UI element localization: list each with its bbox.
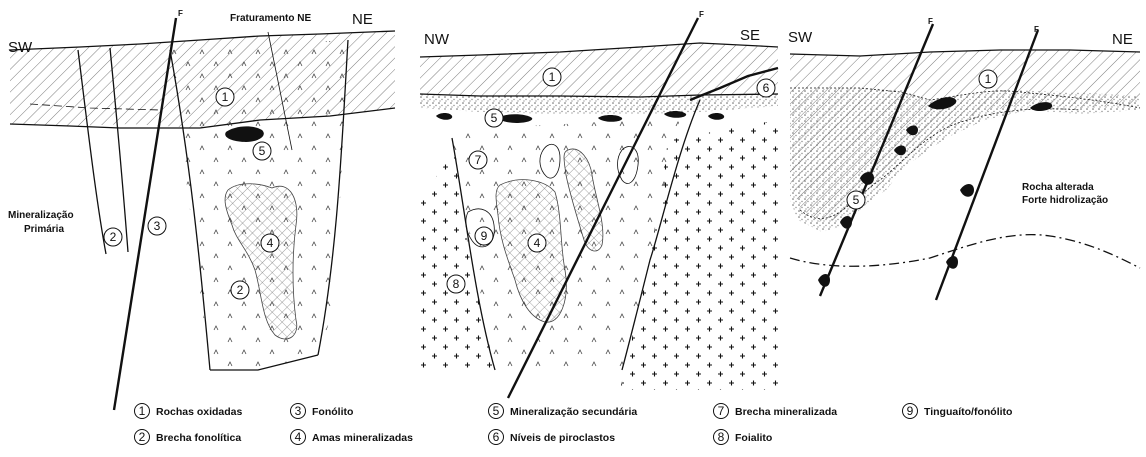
svg-text:1: 1: [985, 72, 992, 86]
unit-marker-7: 7: [469, 151, 487, 169]
svg-text:Foialito: Foialito: [735, 432, 772, 444]
svg-text:6: 6: [763, 81, 770, 95]
legend-item-4: 4 Amas mineralizadas: [291, 430, 414, 445]
unit-marker-1: 1: [979, 70, 997, 88]
svg-text:5: 5: [491, 111, 498, 125]
unit-marker-8: 8: [447, 275, 465, 293]
svg-text:Fonólito: Fonólito: [312, 406, 353, 418]
oxidized-rock-layer: [420, 43, 778, 97]
unit-marker-2: 2: [104, 228, 122, 246]
primary-mineralization-note-line-2: Primária: [24, 224, 64, 235]
legend-item-1: 1 Rochas oxidadas: [135, 404, 243, 419]
secondary-ore-lens-1: [436, 113, 452, 120]
unit-marker-2b: 2: [231, 281, 249, 299]
svg-text:1: 1: [139, 404, 146, 418]
panel-1-cross-section: F SW NE Fraturamento NE Mineralização Pr…: [8, 9, 395, 410]
unit-marker-1: 1: [216, 88, 234, 106]
svg-text:5: 5: [493, 404, 500, 418]
svg-text:1: 1: [222, 90, 229, 104]
unit-marker-9: 9: [475, 227, 493, 245]
direction-label-se: SE: [740, 27, 760, 44]
svg-text:5: 5: [853, 193, 860, 207]
unit-marker-1: 1: [543, 68, 561, 86]
fault-label-panel-2: F: [699, 10, 704, 19]
unit-marker-4: 4: [261, 234, 279, 252]
svg-text:4: 4: [534, 236, 541, 250]
fracture-note: Fraturamento NE: [230, 13, 311, 24]
fault-label-panel-3b: F: [1034, 25, 1039, 34]
unit-marker-5: 5: [847, 191, 865, 209]
svg-text:9: 9: [481, 229, 488, 243]
svg-text:Rochas oxidadas: Rochas oxidadas: [156, 406, 243, 418]
svg-text:Mineralização secundária: Mineralização secundária: [510, 406, 637, 418]
svg-text:Tinguaíto/fonólito: Tinguaíto/fonólito: [924, 406, 1012, 418]
primary-mineralization-note-line-1: Mineralização: [8, 210, 74, 221]
ore-lens-8: [960, 184, 974, 197]
svg-text:Brecha mineralizada: Brecha mineralizada: [735, 406, 837, 418]
svg-text:Amas mineralizadas: Amas mineralizadas: [312, 432, 413, 444]
svg-text:Níveis de piroclastos: Níveis de piroclastos: [510, 432, 615, 444]
unit-marker-5: 5: [485, 109, 503, 127]
direction-label-ne: NE: [1112, 31, 1133, 48]
unit-marker-3: 3: [148, 217, 166, 235]
svg-text:6: 6: [493, 430, 500, 444]
legend-item-7: 7 Brecha mineralizada: [714, 404, 838, 419]
panel-2-cross-section: F NW SE 1 6 5 7 9 4 8: [420, 10, 778, 398]
altered-rock-note-line-1: Rocha alterada: [1022, 182, 1094, 193]
panel-3-cross-section: F F SW NE Rocha alterada Forte hidroliza…: [788, 17, 1140, 300]
direction-label-ne: NE: [352, 11, 373, 28]
svg-text:4: 4: [267, 236, 274, 250]
svg-text:2: 2: [110, 230, 117, 244]
svg-text:1: 1: [549, 70, 556, 84]
unit-marker-5: 5: [253, 142, 271, 160]
svg-text:4: 4: [295, 430, 302, 444]
svg-text:3: 3: [295, 404, 302, 418]
svg-text:7: 7: [475, 153, 482, 167]
svg-text:9: 9: [907, 404, 914, 418]
svg-text:2: 2: [139, 430, 146, 444]
direction-label-nw: NW: [424, 31, 450, 48]
direction-label-sw: SW: [788, 29, 813, 46]
svg-text:2: 2: [237, 283, 244, 297]
alteration-halo: [790, 88, 1140, 232]
altered-rock-note-line-2: Forte hidrolização: [1022, 195, 1108, 206]
direction-label-sw: SW: [8, 39, 33, 56]
secondary-ore-lens-3: [598, 115, 622, 122]
svg-text:8: 8: [718, 430, 725, 444]
legend: 1 Rochas oxidadas 2 Brecha fonolítica 3 Fon…: [135, 404, 1013, 445]
svg-text:Brecha fonolítica: Brecha fonolítica: [156, 432, 241, 444]
fault-label-panel-3a: F: [928, 17, 933, 26]
legend-item-6: 6 Níveis de piroclastos: [489, 430, 616, 445]
legend-item-9: 9 Tinguaíto/fonólito: [903, 404, 1013, 419]
fault-label-panel-1: F: [178, 9, 183, 18]
unit-marker-4: 4: [528, 234, 546, 252]
svg-text:3: 3: [154, 219, 161, 233]
unit-marker-6: 6: [757, 79, 775, 97]
secondary-ore-lens-5: [708, 113, 724, 120]
svg-text:8: 8: [453, 277, 460, 291]
svg-text:5: 5: [259, 144, 266, 158]
legend-item-8: 8 Foialito: [714, 430, 773, 445]
svg-text:7: 7: [718, 404, 725, 418]
legend-item-5: 5 Mineralização secundária: [489, 404, 638, 419]
legend-item-2: 2 Brecha fonolítica: [135, 430, 242, 445]
legend-item-3: 3 Fonólito: [291, 404, 354, 419]
